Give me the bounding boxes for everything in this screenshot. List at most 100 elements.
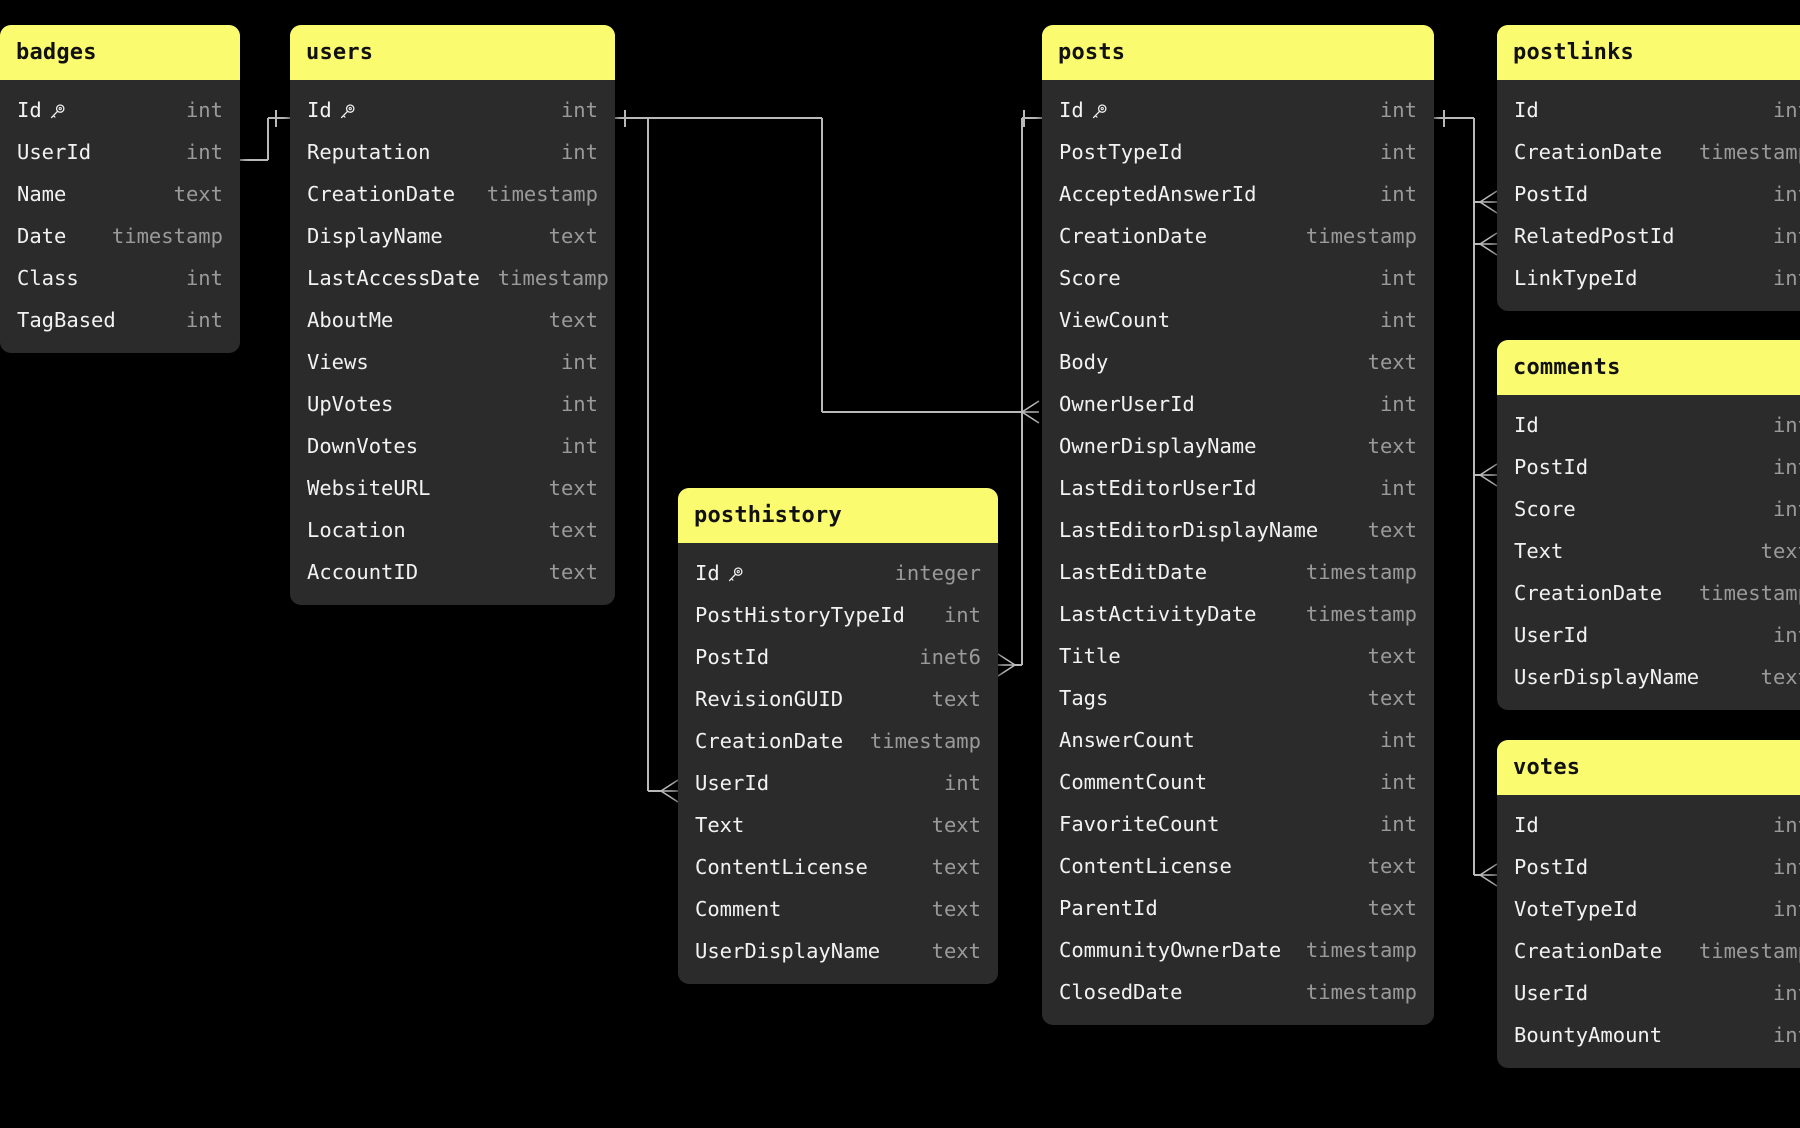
field-type: text xyxy=(548,476,598,500)
field-row[interactable]: BountyAmountint xyxy=(1497,1014,1800,1056)
field-type: int xyxy=(560,434,598,458)
field-row[interactable]: LinkTypeIdint xyxy=(1497,257,1800,299)
field-row[interactable]: PostIdint xyxy=(1497,846,1800,888)
field-type: inet6 xyxy=(919,645,981,669)
field-name: Body xyxy=(1059,350,1109,374)
field-row[interactable]: PostIdint xyxy=(1497,446,1800,488)
field-row[interactable]: VoteTypeIdint xyxy=(1497,888,1800,930)
field-name: LastActivityDate xyxy=(1059,602,1257,626)
table-card-comments[interactable]: commentsIdintPostIdintScoreintTexttextCr… xyxy=(1497,340,1800,710)
field-name: Id xyxy=(695,561,720,585)
field-name-wrap: ParentId xyxy=(1059,896,1158,920)
field-row[interactable]: PostId inet6 xyxy=(678,636,998,678)
field-type: int xyxy=(1379,182,1417,206)
field-name-wrap: RevisionGUID xyxy=(695,687,843,711)
table-card-votes[interactable]: votesIdintPostIdintVoteTypeIdintCreation… xyxy=(1497,740,1800,1068)
field-row[interactable]: RelatedPostIdint xyxy=(1497,215,1800,257)
field-name-wrap: OwnerDisplayName xyxy=(1059,434,1256,458)
field-name-wrap: CreationDate xyxy=(695,729,843,753)
field-type: int xyxy=(943,771,981,795)
field-name-wrap: Id xyxy=(1514,413,1539,437)
field-name: UserDisplayName xyxy=(1514,665,1700,689)
field-name: ContentLicense xyxy=(1059,854,1232,878)
field-row[interactable]: PostIdint xyxy=(1497,173,1800,215)
field-type: int xyxy=(1379,140,1417,164)
crows-foot-many xyxy=(1479,190,1498,214)
field-name: ViewCount xyxy=(1059,308,1171,332)
table-card-postlinks[interactable]: postlinksIdintCreationDatetimestampPostI… xyxy=(1497,25,1800,311)
field-name: Location xyxy=(307,518,406,542)
field-name: CreationDate xyxy=(1059,224,1208,248)
field-name-wrap: PostId xyxy=(695,645,769,669)
table-title-postlinks: postlinks xyxy=(1497,25,1800,80)
field-name-wrap: CreationDate xyxy=(1514,581,1662,605)
field-name-wrap: PostId xyxy=(1514,182,1588,206)
